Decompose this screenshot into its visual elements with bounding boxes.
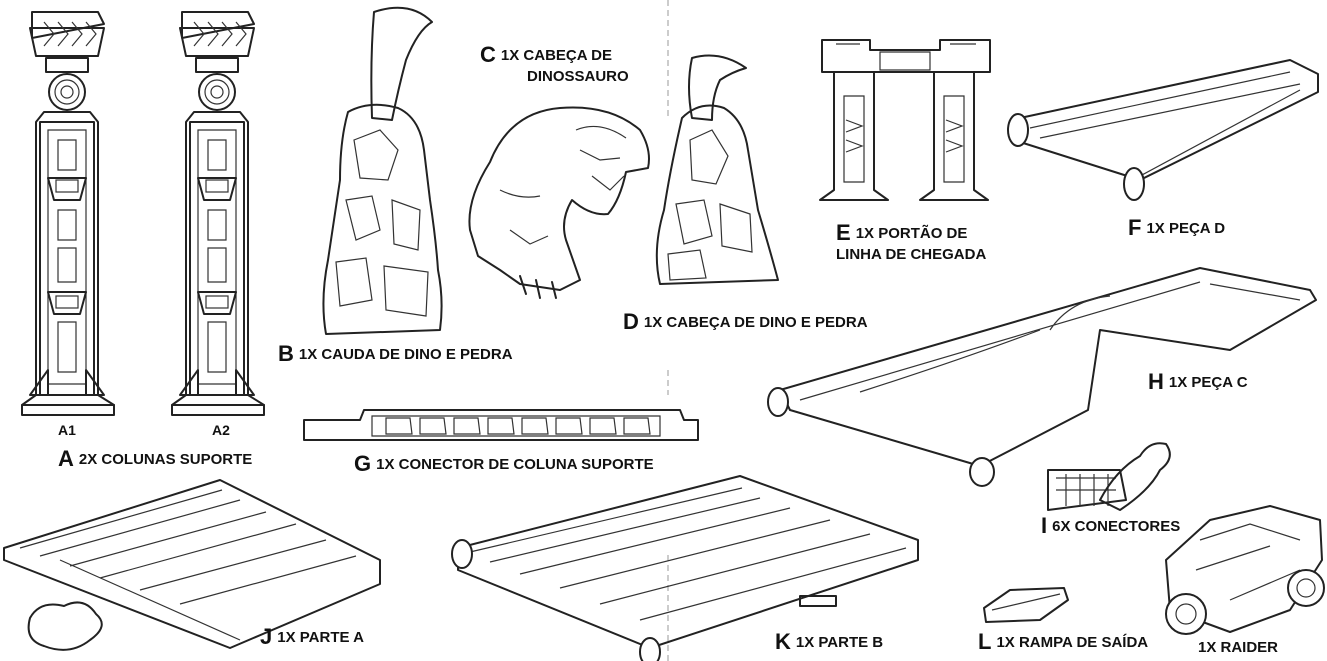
part-text: 1X CABEÇA DE DINO E PEDRA bbox=[643, 314, 868, 331]
part-b bbox=[451, 475, 919, 661]
column-a2-label: A2 bbox=[212, 422, 230, 438]
piece-d bbox=[1007, 59, 1319, 201]
part-text: 1X CABEÇA DE bbox=[500, 47, 613, 64]
part-letter: I bbox=[1041, 513, 1048, 538]
exit-ramp bbox=[983, 587, 1069, 623]
dino-tail-rock bbox=[322, 6, 443, 335]
part-letter: E bbox=[836, 220, 851, 245]
part-text: 1X PORTÃO DE bbox=[855, 225, 968, 242]
part-a bbox=[3, 479, 381, 651]
piece-c bbox=[767, 267, 1317, 487]
part-letter: H bbox=[1148, 369, 1164, 394]
part-text: 6X CONECTORES bbox=[1052, 518, 1181, 535]
part-letter: K bbox=[775, 629, 791, 654]
part-text: 1X PARTE A bbox=[277, 629, 364, 646]
raider-car bbox=[1165, 505, 1325, 635]
part-text: 1X CAUDA DE DINO E PEDRA bbox=[298, 346, 513, 363]
part-letter: D bbox=[623, 309, 639, 334]
part-text: 1X RAMPA DE SAÍDA bbox=[996, 634, 1149, 651]
part-letter: C bbox=[480, 42, 496, 67]
part-letter: A bbox=[58, 446, 74, 471]
part-letter: L bbox=[978, 629, 992, 654]
column-a1-label: A1 bbox=[58, 422, 76, 438]
part-text: 2X COLUNAS SUPORTE bbox=[78, 451, 253, 468]
part-label-c-line2: DINOSSAURO bbox=[527, 68, 629, 85]
part-text: 1X PARTE B bbox=[795, 634, 884, 651]
part-letter: B bbox=[278, 341, 294, 366]
finish-gate bbox=[819, 39, 991, 201]
part-label-e-line2: LINHA DE CHEGADA bbox=[836, 246, 987, 263]
part-letter: J bbox=[260, 624, 273, 649]
raider-label: 1X RAIDER bbox=[1198, 639, 1279, 656]
connectors bbox=[1047, 442, 1171, 511]
part-text: 1X CONECTOR DE COLUNA SUPORTE bbox=[376, 456, 654, 473]
column-connector bbox=[303, 409, 699, 441]
column-a1 bbox=[21, 11, 115, 416]
part-letter: G bbox=[354, 451, 372, 476]
column-a2 bbox=[171, 11, 265, 416]
part-text: 1X PEÇA C bbox=[1168, 374, 1248, 391]
part-text: 1X PEÇA D bbox=[1146, 220, 1226, 237]
part-letter: F bbox=[1128, 215, 1142, 240]
dino-head-rock bbox=[655, 54, 779, 285]
dino-head bbox=[468, 106, 650, 299]
